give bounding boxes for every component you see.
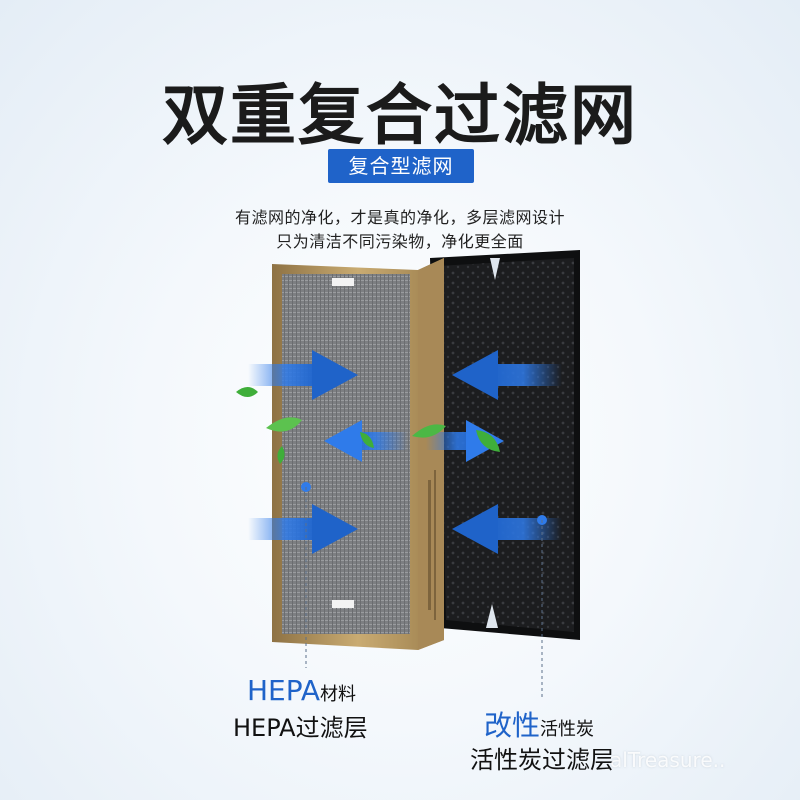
hepa-material-suffix: 材料 <box>320 684 356 705</box>
watermark-text: alTreasure.. <box>610 748 726 772</box>
leaf-icon <box>476 430 500 452</box>
filter-type-badge: 复合型滤网 <box>328 149 474 183</box>
leaf-icon <box>360 432 374 448</box>
hepa-filter-tag <box>332 278 354 286</box>
hepa-callout <box>301 482 311 668</box>
description-line-2: 只为清洁不同污染物，净化更全面 <box>276 232 524 251</box>
carbon-filter-notch <box>490 258 500 280</box>
carbon-filter-notch <box>486 604 498 628</box>
hepa-material-highlight: HEPA <box>247 674 320 707</box>
carbon-layer-label: 活性炭过滤层 <box>470 746 614 774</box>
leaf-icon <box>236 387 258 397</box>
leaf-icon <box>266 417 302 432</box>
hepa-material-label: HEPA材料 <box>247 674 356 707</box>
airflow-arrow-right <box>248 350 358 400</box>
description-line-1: 有滤网的净化，才是真的净化，多层滤网设计 <box>234 208 565 227</box>
hepa-layer-label: HEPA过滤层 <box>233 714 368 742</box>
carbon-material-highlight: 改性 <box>484 709 541 742</box>
headline-title: 双重复合过滤网 <box>162 77 638 154</box>
airflow-arrow-right <box>248 504 358 554</box>
carbon-callout <box>537 515 547 700</box>
leaf-icon <box>277 446 285 464</box>
hepa-filter-tag <box>332 600 354 608</box>
airflow-arrow-left <box>452 350 562 400</box>
leaf-icon <box>412 424 446 438</box>
carbon-material-label: 改性活性炭 <box>484 704 594 744</box>
carbon-material-suffix: 活性炭 <box>540 719 595 740</box>
